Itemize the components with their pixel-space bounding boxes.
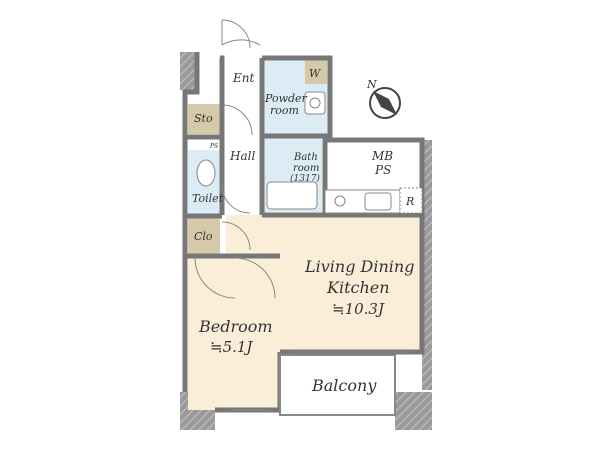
mb-label: MB (371, 149, 393, 163)
sink-icon (304, 91, 326, 115)
bedroom-floor (188, 258, 278, 410)
balcony-outline (279, 354, 396, 416)
bedroom-label-1: Bedroom (198, 317, 273, 336)
washer-area (305, 60, 327, 84)
wall-column-right (422, 140, 432, 390)
powder-room-label-2: room (270, 104, 299, 117)
entrance-label: Ent (232, 71, 254, 85)
ldk-label-1: Living Dining (304, 257, 414, 276)
bathtub-icon (266, 181, 318, 210)
wall-column-bottom-right (395, 392, 432, 430)
compass-icon: N (366, 78, 401, 119)
mb-ps-area (330, 140, 422, 185)
closet-floor (188, 218, 220, 254)
ldk-label-2: Kitchen (326, 278, 390, 297)
ps-small-label: PS (209, 143, 218, 150)
washer-label: W (309, 67, 322, 80)
kitchen-sink-icon (364, 192, 392, 211)
bath-label-2: room (293, 163, 319, 174)
entrance-floor (222, 58, 262, 100)
stove-icon (334, 195, 346, 207)
toilet-icon (196, 159, 216, 187)
refrigerator-space (399, 187, 423, 214)
bath-label-3: (1317) (290, 173, 320, 184)
bath-label-1: Bath (293, 152, 318, 163)
hall-floor (222, 100, 262, 215)
refrigerator-label: R (405, 195, 414, 208)
ldk-label-3: ≒10.3J (332, 300, 385, 318)
balcony-label: Balcony (311, 376, 377, 395)
storage-floor (188, 104, 220, 134)
compass-north-label: N (366, 78, 377, 91)
hall-label: Hall (229, 149, 255, 163)
sink-drain-icon (309, 97, 321, 109)
wall-column-top-left (180, 52, 197, 90)
bedroom-label-2: ≒5.1J (210, 338, 253, 356)
doors (194, 19, 410, 411)
toilet-label: Toilet (192, 192, 224, 205)
powder-room-label-1: Powder (264, 92, 308, 105)
closet-label: Clo (194, 230, 213, 243)
ps-label: PS (374, 163, 391, 177)
storage-label: Sto (194, 112, 213, 125)
